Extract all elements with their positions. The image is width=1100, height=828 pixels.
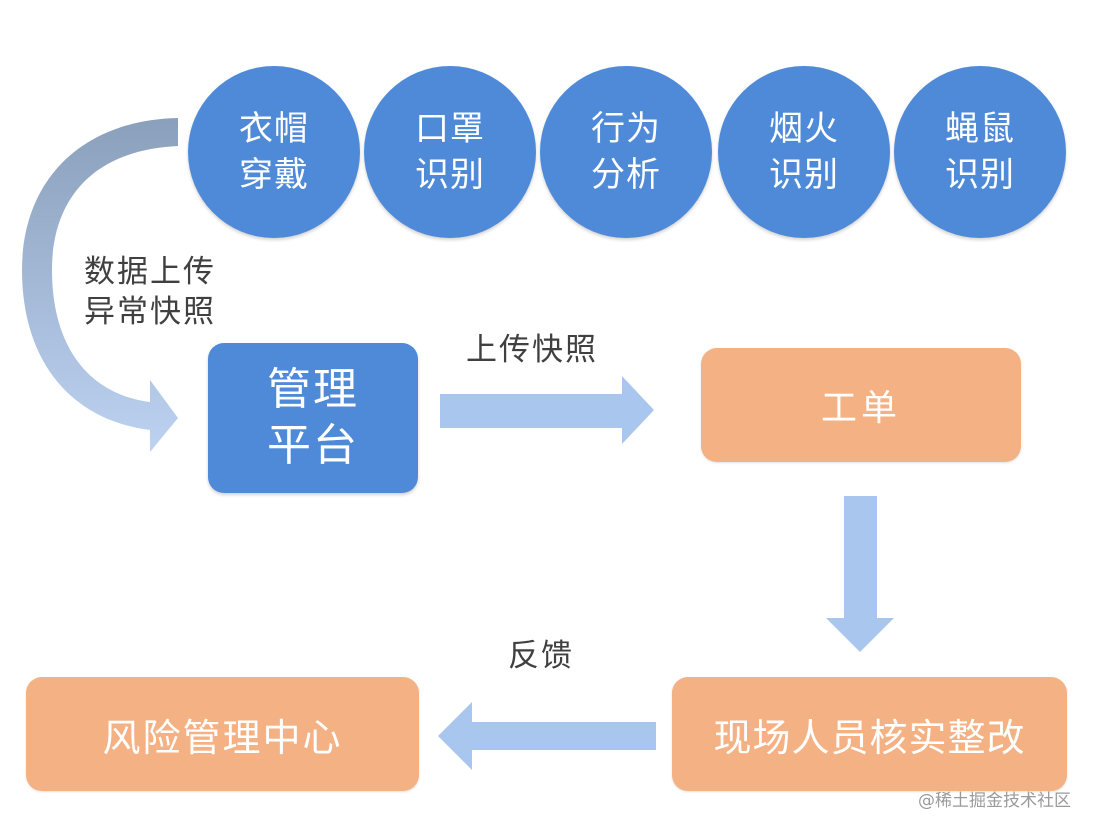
detection-line1: 行为 bbox=[591, 109, 661, 149]
risk-management-center-box: 风险管理中心 bbox=[26, 677, 419, 791]
down-arrow bbox=[826, 496, 894, 652]
detection-line2: 识别 bbox=[945, 155, 1015, 195]
detection-line2: 分析 bbox=[591, 155, 661, 195]
detection-line1: 蝇鼠 bbox=[945, 109, 1015, 149]
detection-circle-attire: 衣帽 穿戴 bbox=[188, 66, 360, 238]
platform-line1: 管理 bbox=[267, 364, 359, 415]
detection-line1: 烟火 bbox=[769, 109, 839, 149]
platform-line2: 平台 bbox=[267, 420, 359, 471]
feedback-label: 反馈 bbox=[508, 638, 574, 674]
detection-line2: 穿戴 bbox=[239, 155, 309, 195]
detection-circle-behavior: 行为 分析 bbox=[540, 66, 712, 238]
detection-circle-fire: 烟火 识别 bbox=[718, 66, 890, 238]
work-order-box: 工单 bbox=[701, 348, 1021, 462]
upload-label-line1: 数据上传 bbox=[84, 254, 216, 290]
detection-line2: 识别 bbox=[769, 155, 839, 195]
snapshot-label: 上传快照 bbox=[466, 332, 598, 368]
detection-line1: 衣帽 bbox=[239, 109, 309, 149]
upload-label-line2: 异常快照 bbox=[84, 294, 216, 330]
management-platform-box: 管理 平台 bbox=[208, 343, 418, 493]
detection-line2: 识别 bbox=[415, 155, 485, 195]
upload-curve-arrow bbox=[22, 118, 178, 452]
left-arrow bbox=[438, 702, 656, 770]
detection-circle-pests: 蝇鼠 识别 bbox=[894, 66, 1066, 238]
detection-circle-mask: 口罩 识别 bbox=[364, 66, 536, 238]
upload-label: 数据上传 异常快照 bbox=[84, 252, 216, 332]
detection-line1: 口罩 bbox=[415, 109, 485, 149]
watermark: @稀土掘金技术社区 bbox=[918, 791, 1071, 811]
right-arrow bbox=[440, 376, 654, 444]
field-verification-box: 现场人员核实整改 bbox=[672, 677, 1067, 791]
